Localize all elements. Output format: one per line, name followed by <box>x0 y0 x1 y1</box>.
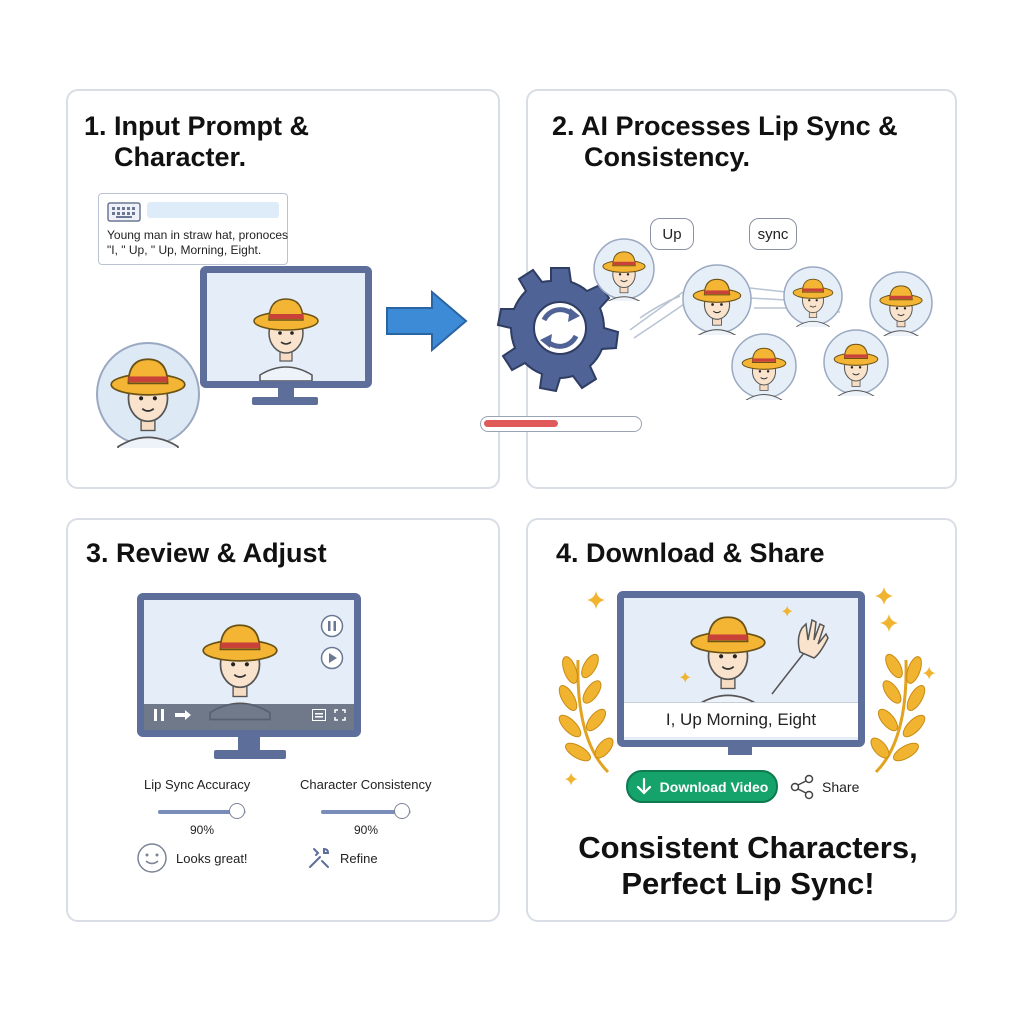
smiley-icon <box>137 843 167 873</box>
refine-label: Refine <box>340 850 378 866</box>
lip-sync-accuracy-value: 90% <box>190 823 215 837</box>
final-monitor-stand <box>728 747 752 755</box>
lip-sync-face-3 <box>783 266 843 327</box>
speech-bubble-up: Up <box>650 218 694 250</box>
download-icon <box>636 777 651 795</box>
video-caption: I, Up Morning, Eight <box>665 710 817 729</box>
sparkle-icon <box>587 591 605 609</box>
download-label: Download Video <box>659 778 769 795</box>
character-consistency-value: 90% <box>354 823 379 837</box>
prompt-text-line1: Young man in straw hat, pronoces <box>107 228 289 242</box>
monitor-base <box>252 397 318 405</box>
captions-icon[interactable] <box>312 709 326 721</box>
prompt-highlight-bar <box>147 202 279 218</box>
sparkle-icon <box>679 671 691 683</box>
step-2-title: 2. AI Processes Lip Sync & <box>552 111 898 141</box>
lip-sync-accuracy-slider[interactable] <box>158 802 246 822</box>
slider-fill <box>321 810 402 814</box>
video-caption-box: I, Up Morning, Eight <box>624 702 858 737</box>
play-icon[interactable] <box>320 646 344 670</box>
sparkle-icon <box>564 772 578 786</box>
tagline: Consistent Characters, Perfect Lip Sync! <box>548 830 948 902</box>
laurel-icon <box>558 653 614 774</box>
right-arrow-icon <box>386 289 468 353</box>
lip-sync-face-6 <box>823 329 889 396</box>
step-2-title-line2: Consistency. <box>584 142 751 172</box>
looks-great-label: Looks great! <box>176 850 248 866</box>
progress-fill <box>484 420 558 427</box>
gear-icon <box>496 267 620 392</box>
keyboard-icon <box>107 202 141 222</box>
sparkle-icon <box>781 605 793 617</box>
prompt-box[interactable]: Young man in straw hat, pronoces "I, " U… <box>98 193 288 265</box>
sparkle-icon <box>922 666 936 680</box>
character-avatar <box>96 342 200 448</box>
share-label: Share <box>822 779 860 795</box>
step-1-title: 1. Input Prompt & <box>84 111 309 141</box>
share-icon <box>790 774 814 800</box>
speech-bubble-sync: sync <box>749 218 797 250</box>
refine-button[interactable]: Refine <box>306 844 396 872</box>
processing-progress-bar <box>480 416 642 432</box>
laurel-icon <box>870 653 926 774</box>
step-4-title: 4. Download & Share <box>556 538 825 568</box>
sparkle-icon <box>880 614 898 632</box>
player-pause-icon[interactable] <box>152 708 168 722</box>
character-consistency-label: Character Consistency <box>300 777 432 792</box>
step-1-title-line2: Character. <box>114 142 247 172</box>
lip-sync-accuracy-label: Lip Sync Accuracy <box>144 777 251 792</box>
character-consistency-slider[interactable] <box>321 802 411 822</box>
pause-icon[interactable] <box>320 614 344 638</box>
review-monitor-stand <box>238 737 260 751</box>
lip-sync-face-4 <box>869 271 933 336</box>
character-portrait <box>253 298 319 381</box>
lip-sync-face-2 <box>682 264 752 335</box>
review-monitor-base <box>214 750 286 759</box>
tagline-line1: Consistent Characters, <box>578 830 918 865</box>
looks-great-button[interactable]: Looks great! <box>136 842 256 874</box>
lip-sync-face-1 <box>593 238 655 301</box>
monitor-stand <box>278 388 294 398</box>
slider-fill <box>158 810 237 814</box>
download-video-button[interactable]: Download Video <box>626 770 778 803</box>
player-next-icon[interactable] <box>174 708 192 722</box>
fullscreen-icon[interactable] <box>334 709 346 721</box>
share-button[interactable]: Share <box>790 772 864 802</box>
slider-knob[interactable] <box>394 803 410 819</box>
step-3-title: 3. Review & Adjust <box>86 538 327 568</box>
lip-sync-face-5 <box>731 333 797 400</box>
slider-knob[interactable] <box>229 803 245 819</box>
review-video-frame <box>144 600 354 730</box>
prompt-text-line2: "I, " Up, " Up, Morning, Eight. <box>107 243 262 257</box>
wrench-icon <box>309 847 330 868</box>
sparkle-icon <box>875 587 893 605</box>
tagline-line2: Perfect Lip Sync! <box>621 866 875 901</box>
